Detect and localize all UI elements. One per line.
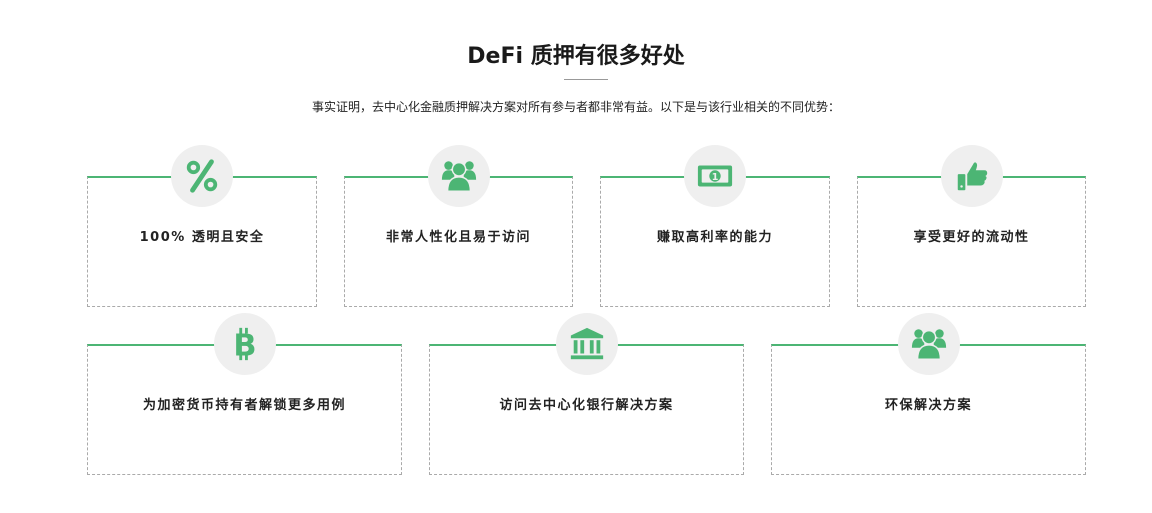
card-label: 100% 透明且安全 [139,230,265,245]
page-title: DeFi 质押有很多好处 [467,44,685,69]
benefit-card-banking: 访问去中心化银行解决方案 [429,313,744,475]
benefit-card-user-friendly: 非常人性化且易于访问 [344,145,573,307]
card-label: 环保解决方案 [884,398,972,413]
svg-text:B: B [233,328,256,363]
users-icon [897,313,960,375]
benefit-card-transparent: 100% 透明且安全 [87,145,317,307]
benefit-card-eco: 环保解决方案 [771,313,1086,475]
card-label: 享受更好的流动性 [913,230,1030,245]
thumbs-up-icon [940,145,1003,207]
card-label: 为加密货币持有者解锁更多用例 [142,398,346,413]
percent-icon [171,145,233,207]
benefit-card-use-cases: B 为加密货币持有者解锁更多用例 [87,313,402,475]
svg-text:1: 1 [712,172,719,183]
bank-icon [555,313,618,375]
benefit-card-interest: 1 赚取高利率的能力 [600,145,830,307]
money-bill-icon: 1 [684,145,746,207]
bitcoin-icon: B [213,313,276,375]
card-label: 非常人性化且易于访问 [385,230,531,245]
title-divider [564,79,608,80]
page-subtitle: 事实证明，去中心化金融质押解决方案对所有参与者都非常有益。以下是与该行业相关的不… [311,100,840,114]
card-label: 访问去中心化银行解决方案 [499,398,674,413]
card-label: 赚取高利率的能力 [656,230,773,245]
users-icon [427,145,490,207]
benefit-card-liquidity: 享受更好的流动性 [857,145,1086,307]
